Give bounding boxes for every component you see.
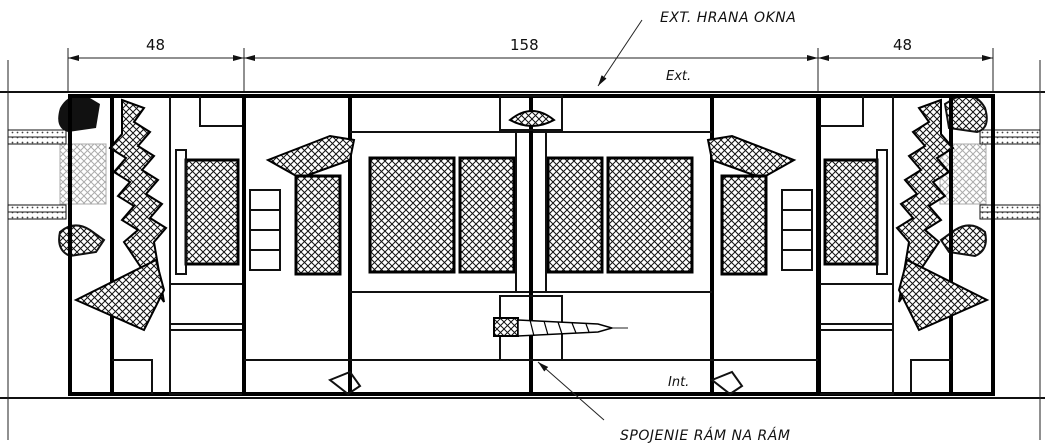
right-glazing bbox=[939, 94, 1041, 258]
left-glazing bbox=[7, 95, 107, 258]
left-sash-profile bbox=[68, 94, 246, 396]
boundary-lines bbox=[0, 60, 1045, 440]
ext-edge-leader bbox=[597, 19, 643, 87]
interior-label: Int. bbox=[668, 375, 689, 390]
joint-leader bbox=[537, 361, 605, 421]
joint-label: SPOJENIE RÁM NA RÁM bbox=[620, 427, 790, 444]
dimension-right: 48 bbox=[893, 36, 912, 54]
dimension-center: 158 bbox=[510, 36, 539, 54]
exterior-label: Ext. bbox=[666, 69, 691, 84]
dimension-left: 48 bbox=[146, 36, 165, 54]
ext-edge-label: EXT. HRANA OKNA bbox=[660, 10, 796, 26]
central-frame-assembly bbox=[242, 94, 820, 396]
dimension-lines bbox=[67, 48, 994, 92]
